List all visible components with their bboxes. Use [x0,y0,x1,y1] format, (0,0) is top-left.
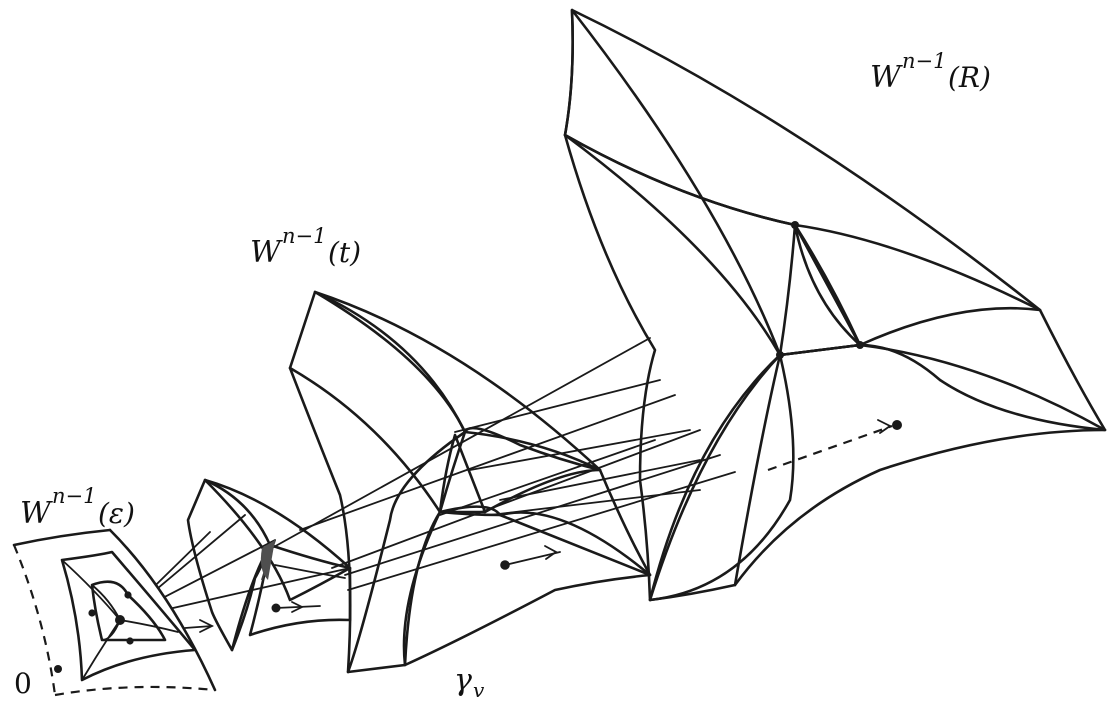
svg-text:v: v [473,678,485,702]
svg-text:n−1: n−1 [52,484,96,508]
svg-text:W: W [870,60,903,95]
svg-text:W: W [250,235,283,270]
wedge-epsilon [12,528,217,697]
origin-point [54,665,62,673]
svg-text:(t): (t) [328,236,361,269]
svg-text:W: W [20,496,53,531]
origin-label: 0 [14,667,32,700]
svg-text:γ: γ [454,663,472,698]
label-w-epsilon: W n−1 (ε) [20,484,135,531]
svg-text:(R): (R) [948,61,991,94]
center-point [115,615,125,625]
label-w-t: W n−1 (t) [250,224,361,270]
wedge-t [288,290,652,674]
label-gamma-v: γ v [454,663,485,702]
svg-text:(ε): (ε) [98,497,135,530]
svg-text:n−1: n−1 [902,49,946,73]
wedge-small [186,478,352,652]
wedge-R [563,8,1107,602]
label-w-R: W n−1 (R) [870,49,991,95]
svg-text:n−1: n−1 [282,224,326,248]
